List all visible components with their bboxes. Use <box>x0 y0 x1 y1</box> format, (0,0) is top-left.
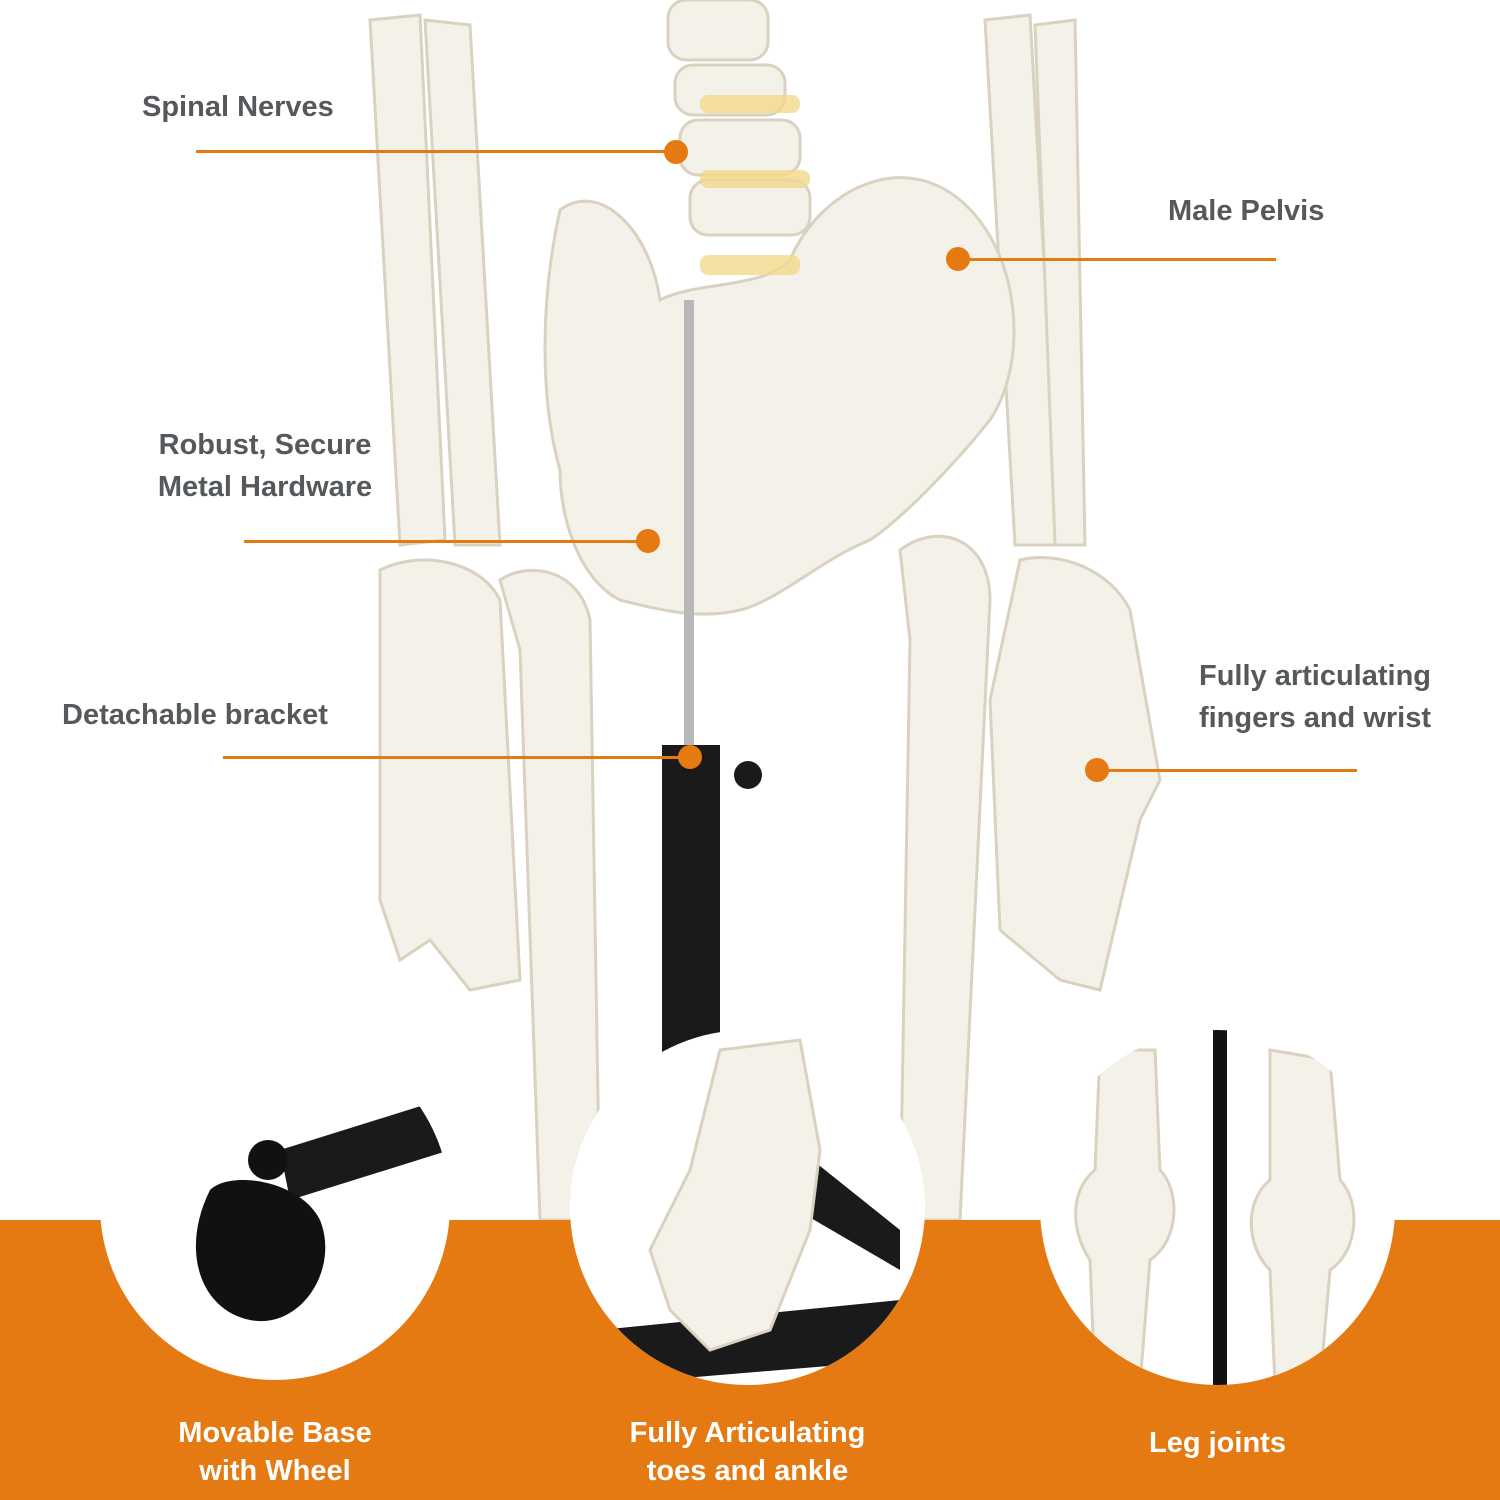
inset-movable-base <box>100 1030 450 1380</box>
callout-line-metal-hardware <box>244 540 647 543</box>
metal-rod <box>684 300 694 750</box>
callout-label-spinal-nerves: Spinal Nerves <box>142 91 334 123</box>
callout-dot-spinal-nerves <box>664 140 688 164</box>
spinal-disc <box>700 255 800 275</box>
callout-dot-detachable-bracket <box>678 745 702 769</box>
callout-line-fingers-wrist <box>1097 769 1357 772</box>
callout-dot-fingers-wrist <box>1085 758 1109 782</box>
spinal-disc <box>700 170 810 188</box>
knee-illustration <box>1074 1030 1356 1385</box>
callout-label-detachable-bracket: Detachable bracket <box>62 699 328 731</box>
callout-dot-metal-hardware <box>636 529 660 553</box>
callout-line-male-pelvis <box>958 258 1276 261</box>
vertebra <box>688 178 812 237</box>
spinal-disc <box>700 95 800 113</box>
caption-toes-ankle: Fully Articulating toes and ankle <box>629 1417 866 1487</box>
vertebra <box>678 118 802 177</box>
right-forearm-bone-2 <box>1033 18 1087 547</box>
callout-label-metal-hardware: Robust, Secure Metal Hardware <box>157 429 373 503</box>
stand-knob <box>734 761 762 789</box>
pelvis <box>543 176 1016 616</box>
right-femur <box>898 534 992 1222</box>
caption-leg-joints: Leg joints <box>1149 1427 1286 1459</box>
inset-leg-joints <box>1040 1030 1395 1385</box>
callout-dot-male-pelvis <box>946 247 970 271</box>
callout-line-detachable-bracket <box>223 756 690 759</box>
vertebra <box>666 0 770 62</box>
caster-wheel-illustration <box>195 1100 450 1322</box>
inset-foot-ankle <box>570 1030 925 1385</box>
caption-movable-base: Movable Base with Wheel <box>178 1417 372 1487</box>
foot-illustration <box>600 1038 900 1385</box>
callout-line-spinal-nerves <box>196 150 676 153</box>
right-hand <box>988 555 1162 992</box>
callout-label-fingers-wrist: Fully articulating fingers and wrist <box>1198 660 1432 734</box>
callout-label-male-pelvis: Male Pelvis <box>1168 195 1325 227</box>
left-hand <box>378 558 522 992</box>
